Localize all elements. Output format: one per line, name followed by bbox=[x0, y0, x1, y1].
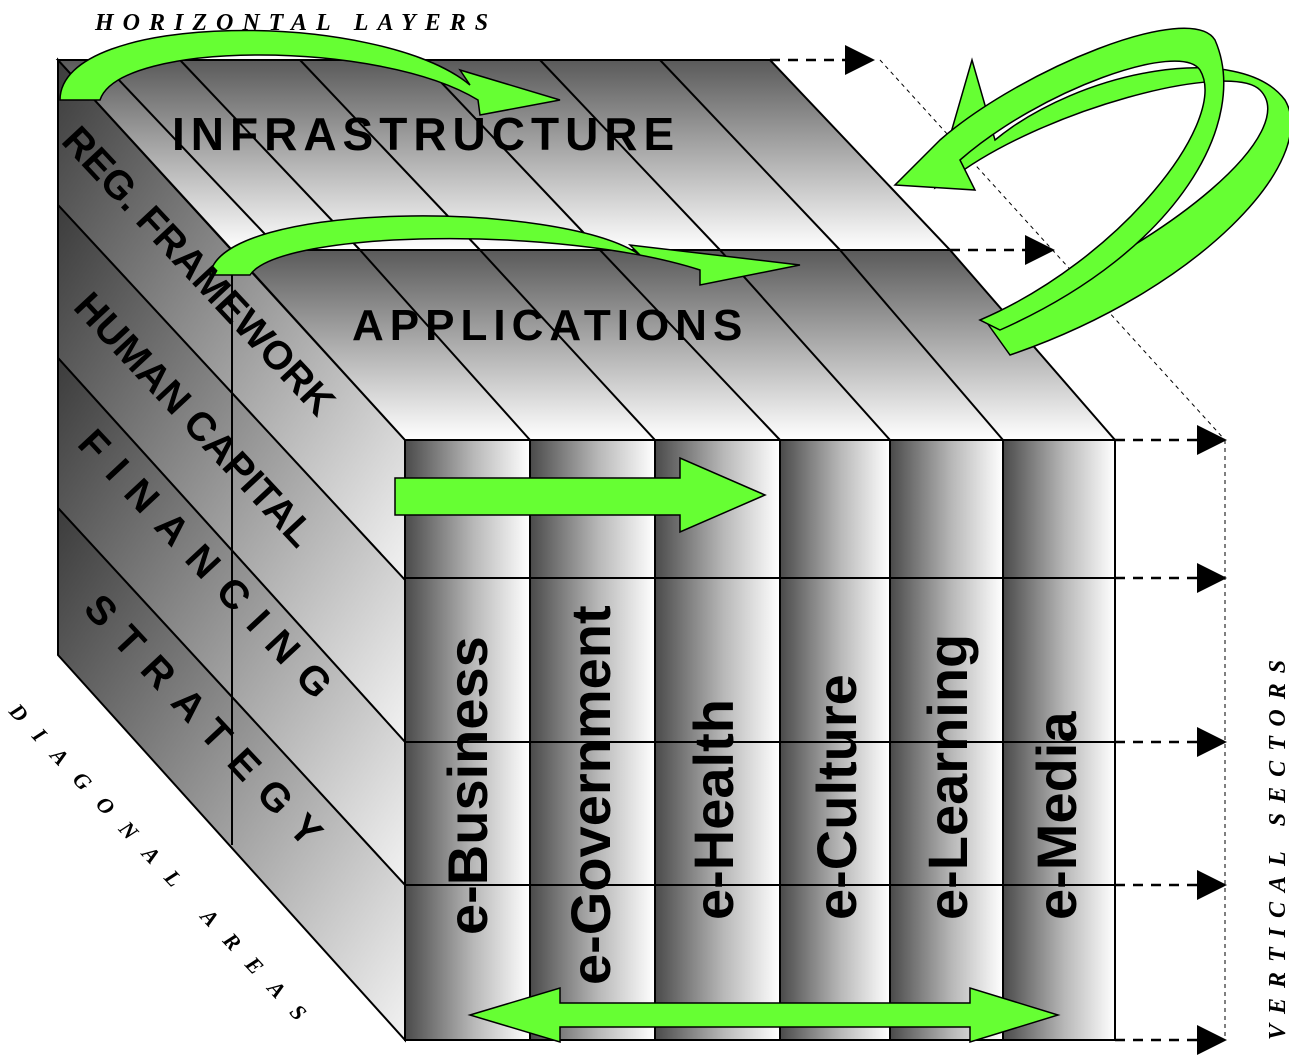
sector-label-e-learning: e-Learning bbox=[916, 634, 979, 920]
horizontal-layers-title: HORIZONTAL LAYERS bbox=[94, 10, 497, 36]
right-arrow-icon bbox=[394, 456, 767, 534]
return-arrow-inner-icon bbox=[893, 27, 1225, 331]
sector-label-e-media: e-Media bbox=[1025, 711, 1088, 920]
double-arrow-icon bbox=[467, 986, 1061, 1044]
sector-label-e-health: e-Health bbox=[682, 699, 745, 920]
infrastructure-label: INFRASTRUCTURE bbox=[172, 108, 680, 160]
curved-arrow-top-icon bbox=[59, 29, 561, 116]
diagonal-side-face bbox=[57, 57, 406, 1043]
perspective-guides bbox=[879, 59, 1226, 1040]
sector-column bbox=[779, 439, 891, 1041]
sector-label-e-business: e-Business bbox=[436, 636, 499, 935]
sector-column bbox=[889, 439, 1004, 1041]
applications-label: APPLICATIONS bbox=[352, 301, 748, 350]
green-arrows bbox=[59, 27, 1289, 1044]
sector-column bbox=[529, 439, 656, 1041]
sector-column bbox=[1002, 439, 1116, 1041]
sector-label-e-culture: e-Culture bbox=[805, 674, 868, 920]
vertical-sectors-title: VERTICAL SECTORS bbox=[1265, 650, 1289, 1040]
curved-arrow-middle-icon bbox=[209, 215, 801, 286]
front-face bbox=[404, 439, 1116, 1041]
return-arrow-outer-icon bbox=[933, 57, 1289, 356]
sector-column bbox=[654, 439, 781, 1041]
sector-label-e-government: e-Government bbox=[559, 605, 622, 985]
